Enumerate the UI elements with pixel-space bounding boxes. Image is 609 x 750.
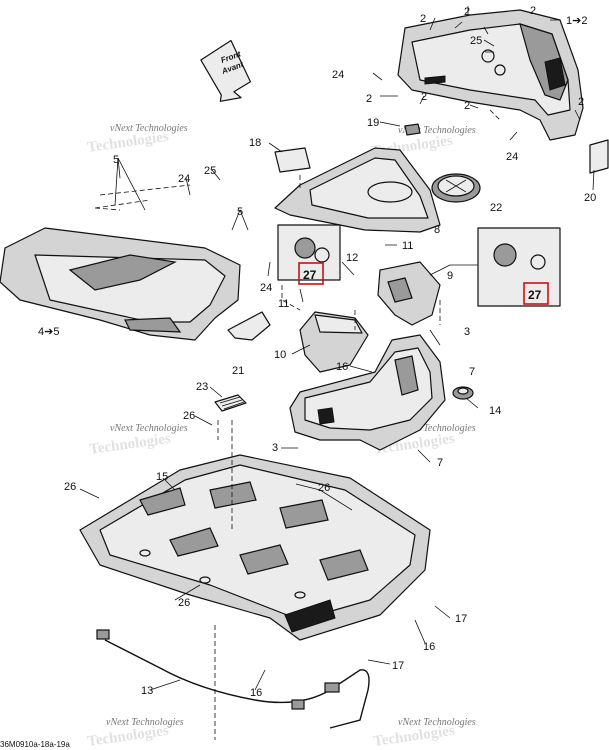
callout-2: 2 bbox=[530, 5, 536, 17]
callout-13: 13 bbox=[141, 685, 153, 697]
callout-19: 19 bbox=[367, 117, 379, 129]
callout-14: 14 bbox=[489, 405, 501, 417]
callout-18: 18 bbox=[249, 137, 261, 149]
watermark-text: vNext Technologies bbox=[110, 423, 188, 434]
callout-24: 24 bbox=[506, 151, 518, 163]
callout-8: 8 bbox=[434, 224, 440, 236]
callout-25: 25 bbox=[470, 35, 482, 47]
callout-2: 2 bbox=[464, 100, 470, 112]
callout-7: 7 bbox=[437, 457, 443, 469]
callout-2: 2 bbox=[421, 91, 427, 103]
callout-5: 5 bbox=[237, 206, 243, 218]
callout-26: 26 bbox=[64, 481, 76, 493]
callout-26: 26 bbox=[183, 410, 195, 422]
callout-16: 16 bbox=[423, 641, 435, 653]
callout-25: 25 bbox=[204, 165, 216, 177]
callout-24: 24 bbox=[178, 173, 190, 185]
callout-2: 2 bbox=[420, 13, 426, 25]
watermark-text: vNext Technologies bbox=[398, 717, 476, 728]
callout-10: 10 bbox=[274, 349, 286, 361]
callout-23: 23 bbox=[196, 381, 208, 393]
callout-11: 11 bbox=[278, 298, 289, 310]
watermark-text: vNext Technologies bbox=[106, 717, 184, 728]
part-19-clip bbox=[404, 123, 421, 136]
callout-20: 20 bbox=[584, 192, 596, 204]
callout-3: 3 bbox=[272, 442, 278, 454]
part-21-panel bbox=[227, 311, 271, 341]
bottom-pan-part-15 bbox=[79, 454, 431, 641]
figure-id: 36M0910a-18a-19a bbox=[0, 740, 70, 749]
callout-16: 16 bbox=[336, 361, 348, 373]
part-22-gauge bbox=[431, 173, 481, 203]
callout-4: 4➔5 bbox=[38, 326, 59, 338]
part-27-bulb-left bbox=[314, 247, 330, 263]
center-frame-assembly bbox=[289, 334, 446, 451]
watermark-text: vNext Technologies bbox=[398, 423, 476, 434]
part-9-detail bbox=[387, 277, 413, 303]
part-20-plate bbox=[589, 139, 609, 174]
watermark-text: Technologies bbox=[88, 431, 172, 458]
callout-2: 2 bbox=[366, 93, 372, 105]
callout-2: 2 bbox=[464, 6, 470, 18]
callout-27: 27 bbox=[303, 268, 317, 282]
part-10-top bbox=[314, 314, 363, 334]
leader-lines bbox=[79, 6, 595, 740]
part-27-inset-right bbox=[477, 227, 561, 307]
callout-2: 2 bbox=[578, 96, 584, 108]
callout-27: 27 bbox=[528, 288, 542, 302]
highlighted-callout-27-right: 27 bbox=[523, 282, 549, 305]
upper-console-part-8 bbox=[274, 147, 441, 233]
part-27-socket-left bbox=[294, 237, 316, 259]
part-27-socket-right bbox=[493, 243, 517, 267]
callout-17: 17 bbox=[455, 613, 467, 625]
upper-bracket-assembly bbox=[397, 9, 584, 141]
callout-12: 12 bbox=[346, 252, 358, 264]
callout-labels: 1➔2 2 2 2 2 2 2 2 25 24 24 20 19 18 5 24… bbox=[38, 5, 596, 699]
callout-24: 24 bbox=[260, 282, 272, 294]
watermark-text: vNext Technologies bbox=[110, 123, 188, 134]
part-23-vent bbox=[214, 394, 247, 412]
callout-1: 1➔2 bbox=[566, 15, 587, 27]
part-14-grommet-hole bbox=[457, 387, 469, 395]
callout-15: 15 bbox=[156, 471, 168, 483]
callout-16: 16 bbox=[250, 687, 262, 699]
callout-3: 3 bbox=[464, 326, 470, 338]
part-13-wire-harness bbox=[96, 629, 370, 729]
callout-21: 21 bbox=[232, 365, 244, 377]
highlighted-callout-27-left: 27 bbox=[298, 262, 324, 285]
callout-26: 26 bbox=[318, 482, 330, 494]
callout-11: 11 bbox=[402, 240, 413, 252]
callout-7: 7 bbox=[469, 366, 475, 378]
callout-22: 22 bbox=[490, 202, 502, 214]
left-cover-assembly bbox=[0, 227, 241, 341]
part-18-sticker bbox=[274, 147, 311, 173]
callout-9: 9 bbox=[447, 270, 453, 282]
callout-24: 24 bbox=[332, 69, 344, 81]
watermark-text: vNext Technologies bbox=[398, 125, 476, 136]
callout-5: 5 bbox=[113, 154, 119, 166]
part-27-bulb-right bbox=[530, 254, 546, 270]
callout-17: 17 bbox=[392, 660, 404, 672]
callout-26: 26 bbox=[178, 597, 190, 609]
front-direction-arrow: Front Avant bbox=[200, 39, 252, 102]
